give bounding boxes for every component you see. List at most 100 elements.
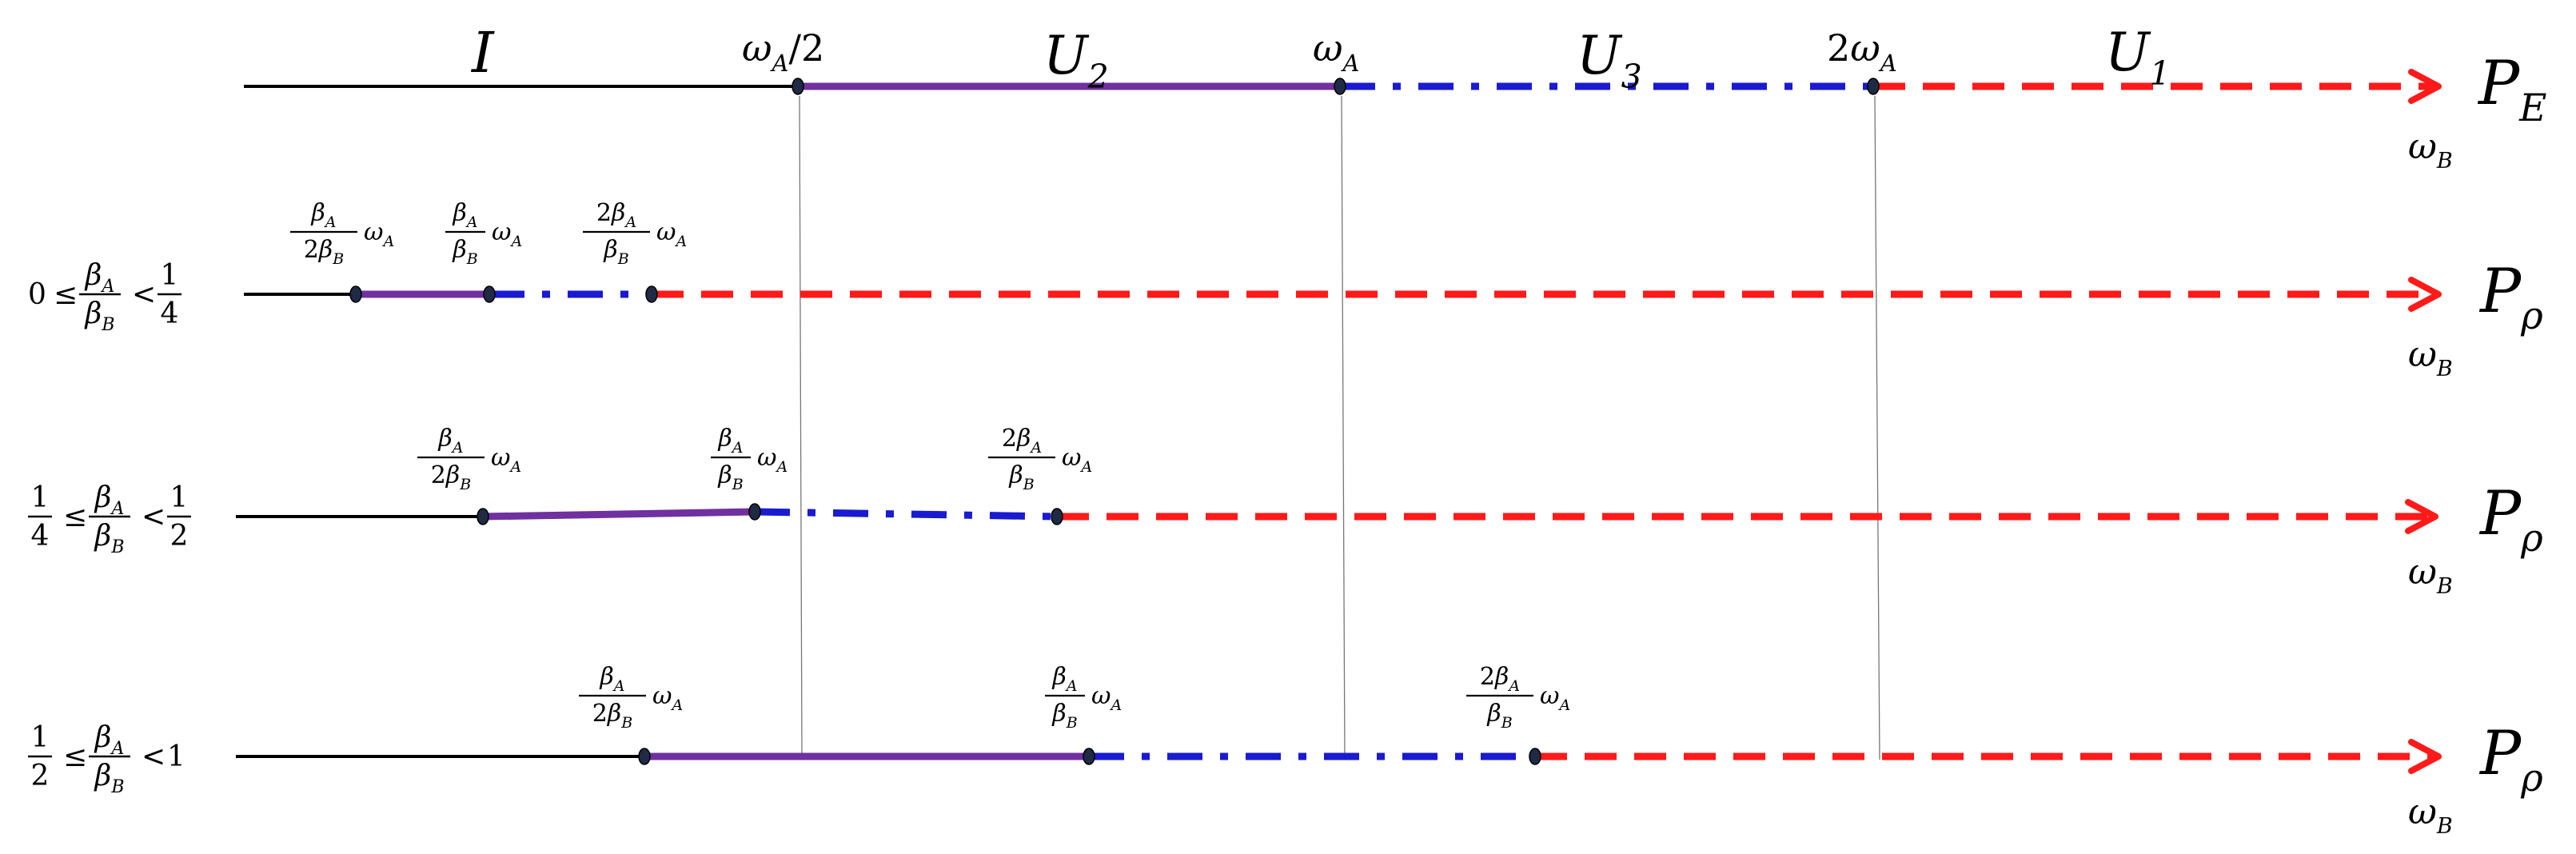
condition-numerator: 1 [161,259,179,292]
condition-text: ≤ [63,501,87,533]
breakpoint-dot [748,503,761,521]
u3-line [754,508,1058,521]
p-e-label: PE [2477,47,2546,130]
fraction-denominator: 2βB [431,461,471,493]
fraction-numerator: 2βA [1002,425,1042,457]
fraction-denominator: βB [452,236,477,268]
fraction-tail: ωA [757,444,788,476]
fraction-numerator: βA [717,425,743,457]
breakpoint-dot [1334,78,1346,95]
fraction-tail: ωA [1091,682,1122,714]
fraction-numerator: βA [1051,663,1077,695]
arrow-head [2408,739,2442,774]
breakpoint-label-half: βA 2βB ωA [417,425,521,493]
guide-line [799,95,803,760]
omega-a-label: ωA [1313,26,1359,77]
fraction-denominator: βB [1051,700,1077,732]
breakpoint-label-two: 2βA βB ωA [1466,663,1570,732]
vertical-guide-lines [799,95,1880,760]
breakpoint-dot [638,748,651,765]
fraction-tail: ωA [491,444,521,476]
breakpoint-dot [1083,748,1095,765]
arrow-head [2408,277,2442,312]
u2-line [482,508,756,521]
condition-denominator: βB [84,297,115,335]
breakpoint-label-half: βA 2βB ωA [579,663,683,732]
fraction-numerator: βA [599,663,624,695]
u1-region-label: U1 [2105,22,2171,93]
fraction-denominator: βB [717,461,743,493]
condition-text: 1 [167,740,185,773]
breakpoint-label-half: βA 2βB ωA [290,199,394,268]
condition-numerator: βA [94,481,125,519]
p-rho-label: Pρ [2478,255,2543,338]
arrow-head [2408,69,2442,104]
breakpoint-dot [1867,78,1880,95]
identity-region-label: I [470,20,495,86]
condition-text: ≤ [63,740,87,773]
breakpoint-label-one: βA βB ωA [1045,663,1122,732]
fraction-tail: ωA [656,218,687,250]
condition-denominator: 2 [31,760,50,792]
condition-text: ≤ [54,278,78,311]
fraction-tail: ωA [492,218,522,250]
fraction-numerator: βA [437,425,463,457]
guide-line [1341,95,1346,760]
condition-denominator: 2 [170,520,189,553]
fraction-numerator: 2βA [596,199,636,231]
condition-denominator: βB [94,760,125,797]
breakpoint-label-two: 2βA βB ωA [583,199,687,268]
condition-text: < [142,740,165,773]
omega-b-axis-label: ωB [2408,334,2453,381]
fraction-tail: ωA [1062,444,1092,476]
fraction-tail: ωA [1540,682,1570,714]
breakpoint-dot [792,78,804,95]
condition-denominator: 4 [161,297,179,330]
p-rho-label: Pρ [2478,717,2543,800]
condition-numerator: βA [94,721,125,759]
breakpoint-dot [477,508,489,525]
p-rho-label: Pρ [2478,477,2543,561]
condition-numerator: βA [84,259,115,297]
fraction-denominator: 2βB [592,700,632,732]
fraction-tail: ωA [652,682,683,714]
breakpoint-dot [1051,508,1063,525]
omega-b-axis-label: ωB [2408,126,2453,174]
breakpoint-label-one: βA βB ωA [445,199,522,268]
condition-numerator: 1 [31,721,50,754]
u3-region-label: U3 [1577,25,1642,96]
line-segments [236,69,2442,774]
condition-numerator: 1 [170,481,189,514]
arrow-head [2405,499,2438,534]
fraction-numerator: βA [452,199,477,231]
fraction-numerator: βA [310,199,336,231]
condition-text: < [142,501,165,533]
breakpoint-dot [483,285,496,303]
fraction-denominator: 2βB [304,236,344,268]
breakpoint-dot [645,285,658,303]
fraction-denominator: βB [1008,461,1034,493]
omega-b-axis-label: ωB [2408,552,2453,599]
fraction-tail: ωA [364,218,394,250]
condition-numerator: 1 [31,481,50,514]
fraction-denominator: βB [603,236,628,268]
omega-a-half-label: ωA/2 [742,26,824,77]
u2-region-label: U2 [1043,25,1109,96]
condition-denominator: βB [94,520,125,557]
fraction-denominator: βB [1486,700,1512,732]
omega-b-axis-label: ωB [2408,792,2453,839]
condition-text: < [132,278,156,311]
breakpoint-dot [349,285,362,303]
breakpoint-label-one: βA βB ωA [711,425,788,493]
breakpoint-label-two: 2βA βB ωA [988,425,1092,493]
breakpoint-dot [1529,748,1541,765]
guide-line [1874,95,1880,760]
fraction-numerator: 2βA [1480,663,1520,695]
condition-text: 0 [28,278,46,311]
two-omega-a-label: 2ωA [1827,26,1897,77]
